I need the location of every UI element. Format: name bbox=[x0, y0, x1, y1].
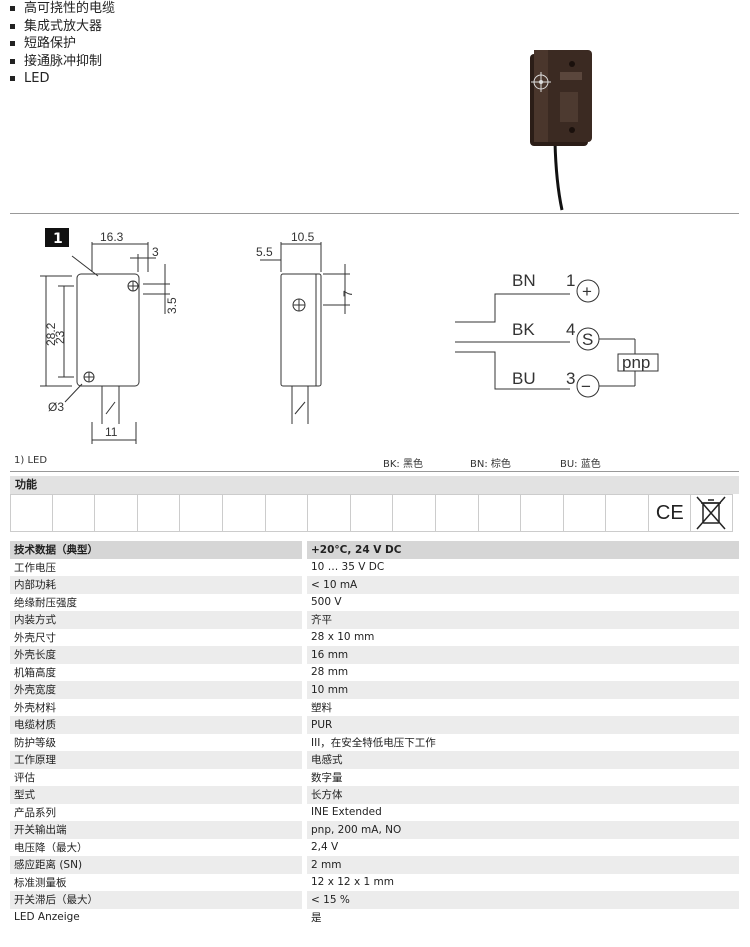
function-cell bbox=[222, 494, 266, 532]
pin-1: 1 bbox=[566, 271, 575, 290]
pin-4: 4 bbox=[566, 320, 575, 339]
bullet-icon bbox=[10, 6, 15, 12]
minus-icon: − bbox=[581, 377, 591, 396]
spec-row: 电压降（最大）2,4 V bbox=[10, 838, 739, 856]
function-cell bbox=[10, 494, 53, 532]
dim-10-5: 10.5 bbox=[291, 230, 315, 244]
pnp-box-label: pnp bbox=[622, 353, 650, 372]
spec-row: 内装方式齐平 bbox=[10, 611, 739, 629]
feature-item: 短路保护 bbox=[8, 35, 115, 53]
drawing-svg: 1 16.3 3 3.5 28.2 23 Ø3 11 10.5 5.5 7 BN… bbox=[40, 228, 659, 444]
function-cell bbox=[563, 494, 607, 532]
feature-item: 高可挠性的电缆 bbox=[8, 0, 115, 18]
dimension-drawing: 1 16.3 3 3.5 28.2 23 Ø3 11 10.5 5.5 7 BN… bbox=[10, 213, 739, 472]
dim-16-3: 16.3 bbox=[100, 230, 124, 244]
callout-badge bbox=[45, 228, 69, 247]
bullet-icon bbox=[10, 58, 15, 64]
feature-item: 接通脉冲抑制 bbox=[8, 53, 115, 71]
function-cell bbox=[521, 494, 564, 532]
dim-3: 3 bbox=[152, 245, 159, 259]
spec-row: 外壳材料塑料 bbox=[10, 698, 739, 716]
bullet-icon bbox=[10, 23, 15, 29]
switch-s-icon: S bbox=[582, 330, 593, 349]
spec-row: 开关滞后（最大）< 15 % bbox=[10, 891, 739, 909]
dim-phi3: Ø3 bbox=[48, 400, 64, 414]
caption-bk: BK: 黑色 bbox=[383, 459, 423, 470]
bullet-icon bbox=[10, 41, 15, 47]
dim-5-5: 5.5 bbox=[256, 245, 273, 259]
function-cell bbox=[180, 494, 223, 532]
dim-23: 23 bbox=[53, 330, 67, 344]
function-cell bbox=[350, 494, 394, 532]
function-cell bbox=[606, 494, 650, 532]
function-cell bbox=[137, 494, 181, 532]
dim-28-2: 28.2 bbox=[44, 322, 58, 346]
feature-list: 高可挠性的电缆 集成式放大器 短路保护 接通脉冲抑制 LED bbox=[8, 0, 115, 88]
spec-row: 内部功耗< 10 mA bbox=[10, 576, 739, 594]
feature-item: LED bbox=[8, 70, 115, 88]
caption-bu: BU: 蓝色 bbox=[560, 459, 601, 470]
product-photo bbox=[530, 50, 592, 211]
function-cell bbox=[393, 494, 436, 532]
function-cell bbox=[435, 494, 479, 532]
wire-label-bn: BN bbox=[512, 271, 536, 290]
ce-mark-icon: CE bbox=[649, 494, 692, 532]
function-cell bbox=[52, 494, 96, 532]
callout-number: 1 bbox=[53, 231, 63, 247]
caption-led: 1) LED bbox=[14, 455, 48, 466]
functions-row: CE bbox=[10, 494, 739, 534]
weee-bin-icon bbox=[691, 494, 734, 532]
spec-row: 工作原理电感式 bbox=[10, 751, 739, 769]
spec-header-value: +20°C, 24 V DC bbox=[307, 541, 739, 559]
plus-icon: + bbox=[582, 282, 592, 301]
bullet-icon bbox=[10, 76, 15, 82]
spec-row: 型式长方体 bbox=[10, 786, 739, 804]
function-cell bbox=[95, 494, 138, 532]
function-cell bbox=[265, 494, 309, 532]
spec-row: 感应距离 (SN)2 mm bbox=[10, 856, 739, 874]
function-cell bbox=[478, 494, 522, 532]
spec-header-key: 技术数据（典型） bbox=[10, 541, 302, 559]
caption-bn: BN: 棕色 bbox=[470, 459, 511, 470]
feature-item: 集成式放大器 bbox=[8, 18, 115, 36]
spec-row: 评估数字量 bbox=[10, 768, 739, 786]
dim-7: 7 bbox=[341, 290, 355, 297]
pin-3: 3 bbox=[566, 369, 575, 388]
dim-11: 11 bbox=[105, 425, 118, 439]
wire-label-bu: BU bbox=[512, 369, 536, 388]
wire-label-bk: BK bbox=[512, 320, 535, 339]
function-cell bbox=[308, 494, 351, 532]
spec-header-row: 技术数据（典型） +20°C, 24 V DC bbox=[10, 541, 739, 559]
functions-heading: 功能 bbox=[10, 476, 739, 494]
dim-3-5: 3.5 bbox=[165, 297, 179, 314]
